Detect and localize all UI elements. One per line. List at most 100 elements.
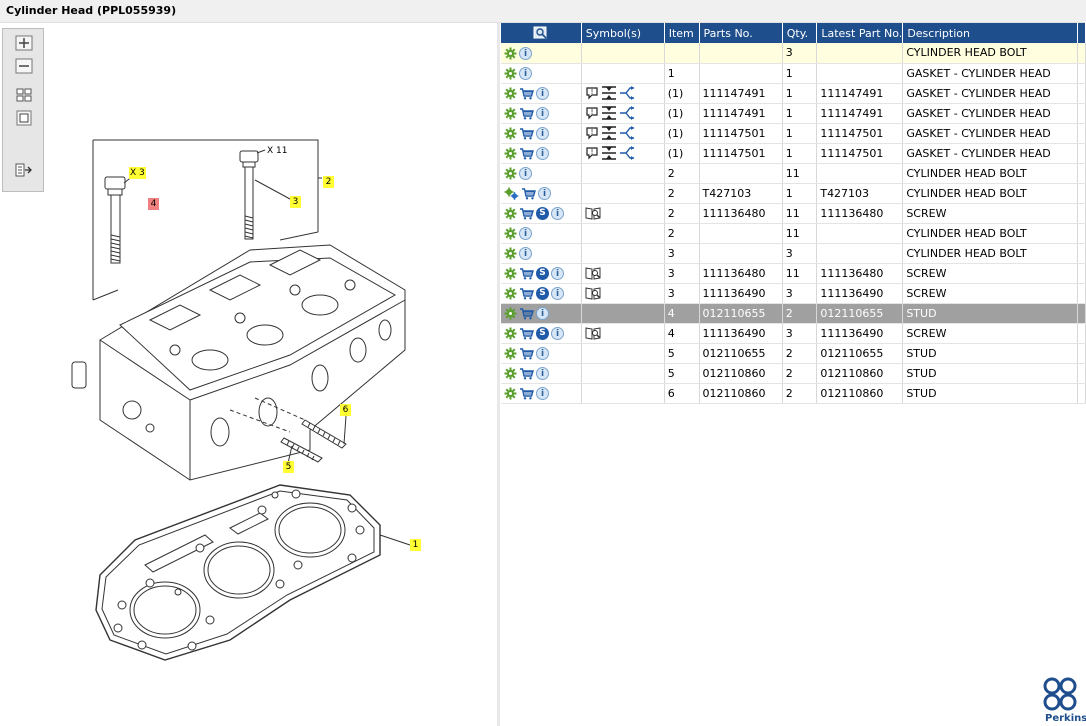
info-icon[interactable]: i [519, 46, 532, 60]
note-icon[interactable]: ! [585, 106, 599, 120]
fit-all-icon[interactable] [15, 87, 33, 103]
column-header-item[interactable]: Item [664, 23, 700, 43]
column-header-latest-part-no[interactable]: Latest Part No. [816, 23, 904, 43]
info-icon[interactable]: i [551, 206, 564, 220]
callout-item-2[interactable]: 2 [323, 176, 334, 188]
zoom-out-icon[interactable] [15, 58, 33, 74]
cart-icon[interactable] [519, 267, 534, 280]
cart-icon[interactable] [519, 287, 534, 300]
info-icon[interactable]: i [519, 66, 532, 80]
cart-icon[interactable] [519, 327, 534, 340]
zoom-in-icon[interactable] [15, 35, 33, 51]
settings-gear-icon[interactable] [504, 47, 517, 60]
settings-gear-icon[interactable] [504, 327, 517, 340]
info-icon[interactable]: i [519, 166, 532, 180]
info-icon[interactable]: i [536, 346, 549, 360]
settings-gear-icon[interactable] [504, 127, 517, 140]
column-header-actions[interactable] [501, 23, 582, 43]
fitment-icon[interactable] [601, 86, 617, 100]
cart-icon[interactable] [519, 87, 534, 100]
settings-gear-icon[interactable] [504, 387, 517, 400]
info-icon[interactable]: i [536, 386, 549, 400]
settings-gear-icon[interactable] [504, 367, 517, 380]
cart-icon[interactable] [519, 367, 534, 380]
settings-gear-icon[interactable] [504, 227, 517, 240]
fitment-icon[interactable] [601, 106, 617, 120]
settings-gear-icon[interactable] [504, 207, 517, 220]
column-header-extra[interactable] [1077, 23, 1086, 43]
cart-icon[interactable] [519, 127, 534, 140]
settings-gear-icon[interactable] [504, 147, 517, 160]
info-icon[interactable]: i [536, 106, 549, 120]
callout-item-6[interactable]: 6 [340, 404, 351, 416]
cart-icon[interactable] [521, 187, 536, 200]
cart-icon[interactable] [519, 387, 534, 400]
info-icon[interactable]: i [538, 186, 551, 200]
info-icon[interactable]: i [551, 266, 564, 280]
export-icon[interactable] [15, 162, 33, 178]
manual-lookup-icon[interactable] [585, 266, 601, 280]
settings-gear-icon[interactable] [504, 307, 517, 320]
callout-item-5[interactable]: 5 [283, 461, 294, 473]
service-s-icon[interactable]: S [536, 286, 549, 300]
settings-gear-icon[interactable] [504, 67, 517, 80]
cart-icon[interactable] [519, 307, 534, 320]
settings-gear-icon[interactable] [504, 87, 517, 100]
settings-gear-icon[interactable] [504, 167, 517, 180]
cart-icon[interactable] [519, 107, 534, 120]
settings-gear-icon[interactable] [504, 107, 517, 120]
info-icon[interactable]: i [536, 86, 549, 100]
column-header-parts-no[interactable]: Parts No. [699, 23, 783, 43]
settings-gear-icon[interactable] [504, 287, 517, 300]
callout-item-3[interactable]: 3 [290, 196, 301, 208]
gears-icon[interactable] [504, 187, 519, 200]
info-icon[interactable]: i [536, 366, 549, 380]
diagram-pane[interactable]: 1 2 3 4 5 6 X 3 X 11 [0, 23, 497, 726]
supersession-icon[interactable] [619, 86, 635, 100]
supersession-icon[interactable] [619, 126, 635, 140]
fit-window-icon[interactable] [15, 110, 33, 126]
service-s-icon[interactable]: S [536, 206, 549, 220]
service-s-icon[interactable]: S [536, 266, 549, 280]
fitment-icon[interactable] [601, 126, 617, 140]
find-icon[interactable] [533, 26, 549, 40]
pane-splitter[interactable] [497, 23, 500, 726]
supersession-icon[interactable] [619, 146, 635, 160]
column-header-qty[interactable]: Qty. [782, 23, 818, 43]
column-header-description[interactable]: Description [902, 23, 1079, 43]
supersession-icon[interactable] [619, 106, 635, 120]
manual-lookup-icon[interactable] [585, 286, 601, 300]
cart-icon[interactable] [519, 147, 534, 160]
settings-gear-icon[interactable] [504, 267, 517, 280]
note-icon[interactable]: ! [585, 146, 599, 160]
fitment-icon[interactable] [601, 146, 617, 160]
service-s-icon[interactable]: S [536, 326, 549, 340]
column-header-symbols[interactable]: Symbol(s) [581, 23, 665, 43]
info-icon[interactable]: i [551, 286, 564, 300]
info-icon[interactable]: i [519, 246, 532, 260]
cart-icon[interactable] [519, 207, 534, 220]
manual-lookup-icon[interactable] [585, 326, 601, 340]
manual-lookup-icon[interactable] [585, 206, 601, 220]
settings-gear-icon[interactable] [504, 347, 517, 360]
note-icon[interactable]: ! [585, 126, 599, 140]
settings-gear-icon[interactable] [504, 247, 517, 260]
callout-item-1[interactable]: 1 [410, 539, 421, 551]
